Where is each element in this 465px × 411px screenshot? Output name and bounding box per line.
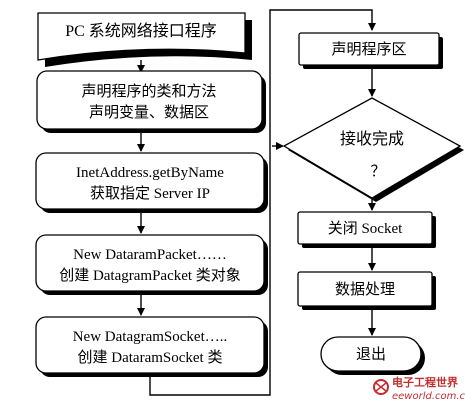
watermark: 电子工程世界 eeworld.com.cn: [373, 375, 465, 402]
watermark-url: eeworld.com.cn: [392, 391, 465, 402]
eeworld-logo-icon: [373, 379, 389, 395]
watermark-brand: 电子工程世界: [392, 375, 458, 389]
exit-label: 退出: [356, 346, 386, 363]
datagram-packet-box: New DataramPacket…… 创建 DatagramPacket 类对…: [35, 234, 268, 295]
decision-question-mark: ？: [370, 164, 385, 180]
datagram-packet-line-1: New DataramPacket……: [73, 247, 227, 263]
data-processing-label: 数据处理: [335, 281, 395, 298]
declare-classes-line-1: 声明程序的类和方法: [81, 82, 216, 100]
declare-program-label: 声明程序区: [331, 40, 406, 58]
datagram-socket-line-2: 创建 DataramSocket 类: [78, 349, 223, 366]
declare-classes-line-2: 声明变量、数据区: [89, 103, 209, 121]
close-socket-box: 关闭 Socket: [297, 211, 436, 248]
start-box: PC 系统网络接口程序: [37, 12, 252, 67]
datagram-socket-line-1: New DatagramSocket…..: [73, 329, 228, 345]
start-box-label: PC 系统网络接口程序: [65, 21, 217, 40]
exit-terminator: 退出: [320, 336, 425, 375]
datagram-packet-line-2: 创建 DatagramPacket 类对象: [59, 267, 241, 284]
connector-left-to-right: [149, 9, 376, 396]
declare-classes-box: 声明程序的类和方法 声明变量、数据区: [36, 70, 266, 133]
data-processing-box: 数据处理: [297, 271, 436, 310]
receive-complete-decision: 接收完成 ？: [282, 97, 464, 202]
get-by-name-line-1: InetAddress.getByName: [76, 165, 224, 181]
declare-program-box: 声明程序区: [298, 32, 443, 69]
get-by-name-line-2: 获取指定 Server IP: [90, 185, 210, 202]
close-socket-label: 关闭 Socket: [328, 220, 403, 237]
datagram-socket-box: New DatagramSocket….. 创建 DataramSocket 类: [35, 316, 268, 377]
get-by-name-box: InetAddress.getByName 获取指定 Server IP: [35, 152, 268, 213]
decision-label: 接收完成: [340, 130, 404, 148]
